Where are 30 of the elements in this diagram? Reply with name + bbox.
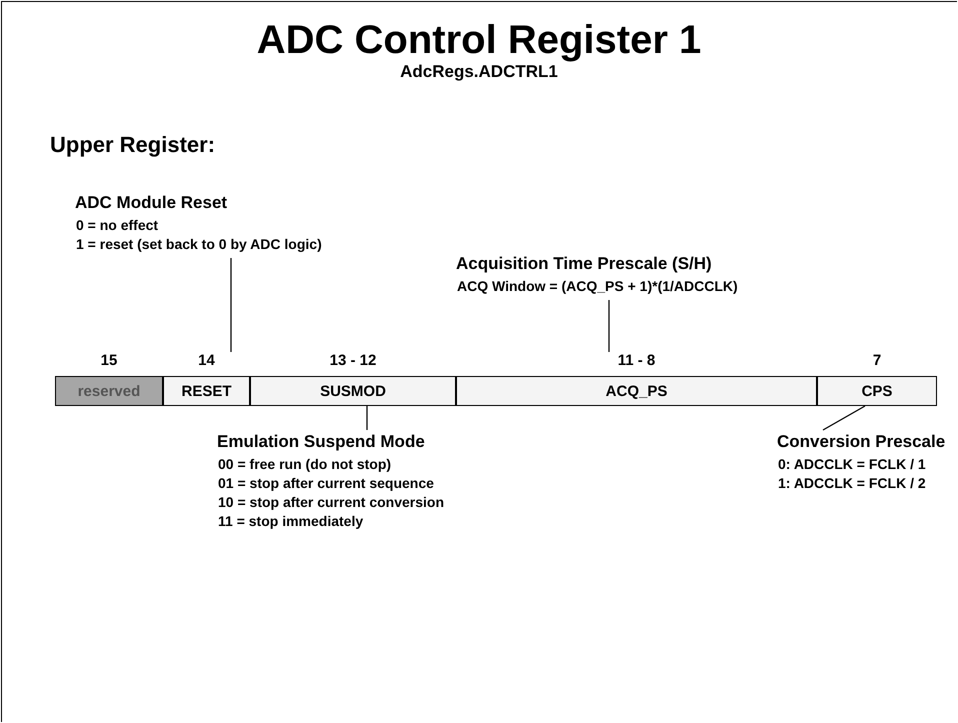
note-heading: Acquisition Time Prescale (S/H) bbox=[456, 254, 713, 274]
bit-number: 14 bbox=[197, 352, 216, 369]
note-text: 1 = reset (set back to 0 by ADC logic) bbox=[76, 235, 323, 254]
reserved-field: reserved bbox=[55, 376, 163, 406]
register-name: AdcRegs.ADCTRL1 bbox=[399, 62, 559, 82]
note-text: 01 = stop after current sequence bbox=[217, 474, 435, 493]
note-heading: Emulation Suspend Mode bbox=[217, 432, 426, 452]
leader-line bbox=[608, 300, 610, 352]
note-heading: ADC Module Reset bbox=[75, 193, 228, 213]
bit-number: 13 - 12 bbox=[328, 352, 378, 369]
note-text: 0 = no effect bbox=[76, 216, 160, 235]
note-text: 00 = free run (do not stop) bbox=[217, 455, 392, 474]
note-heading: Conversion Prescale bbox=[777, 432, 946, 452]
leader-line bbox=[230, 258, 232, 352]
register-field: SUSMOD bbox=[250, 376, 456, 406]
leader-line bbox=[366, 406, 368, 430]
note-text: 1: ADCCLK = FCLK / 2 bbox=[777, 474, 927, 493]
note-text: 11 = stop immediately bbox=[217, 512, 364, 531]
section-heading: Upper Register: bbox=[50, 132, 216, 158]
note-text: ACQ Window = (ACQ_PS + 1)*(1/ADCCLK) bbox=[456, 277, 738, 296]
note-text: 10 = stop after current conversion bbox=[217, 493, 444, 512]
register-field: RESET bbox=[163, 376, 250, 406]
register-field: CPS bbox=[817, 376, 937, 406]
title: ADC Control Register 1 bbox=[256, 18, 702, 63]
bit-number: 15 bbox=[100, 352, 118, 369]
leader-line bbox=[822, 405, 866, 431]
register-field: ACQ_PS bbox=[456, 376, 817, 406]
bit-number: 7 bbox=[872, 352, 882, 369]
note-text: 0: ADCCLK = FCLK / 1 bbox=[777, 455, 927, 474]
bit-number: 11 - 8 bbox=[616, 352, 656, 369]
